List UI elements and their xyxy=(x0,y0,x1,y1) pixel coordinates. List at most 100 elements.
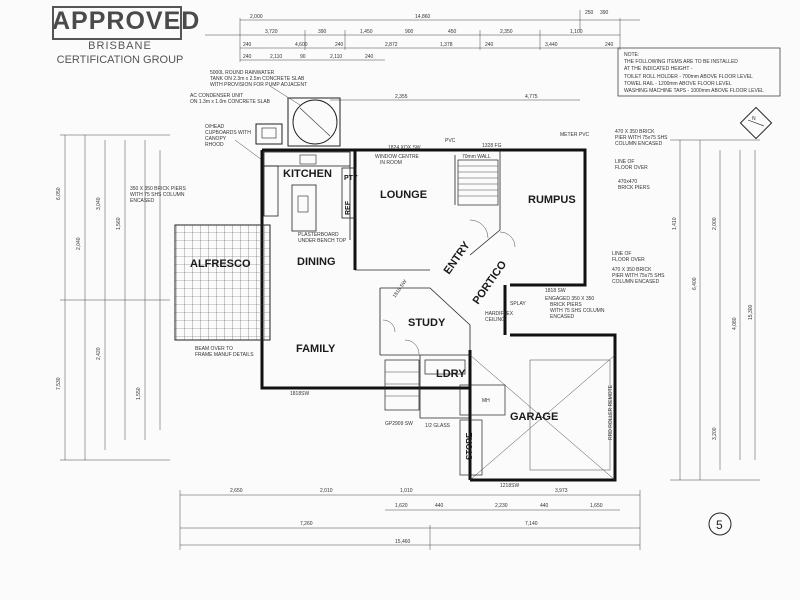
hardiflex-0: HARDIFLEX xyxy=(485,311,514,317)
note-line-0: NOTE: xyxy=(624,52,639,58)
door-swings xyxy=(382,219,516,355)
note-line-3: TOILET ROLL HOLDER - 700mm ABOVE FLOOR L… xyxy=(624,74,753,80)
svg-text:N: N xyxy=(752,116,756,122)
staircase xyxy=(457,159,499,206)
engaged-3: ENCASED xyxy=(550,314,575,320)
garage-area xyxy=(459,354,616,481)
dim-top2-d: 900 xyxy=(405,29,414,35)
dim-top2-e: 450 xyxy=(448,29,457,35)
window-note-2: IN ROOM xyxy=(380,160,402,166)
rainwater-note: 5000L ROUND RAINWATER TANK ON 2.3m x 2.5… xyxy=(210,70,307,106)
sheet-number: 5 xyxy=(716,518,723,532)
dim-bot1-d: 3,973 xyxy=(555,488,568,494)
beam-note-0: BEAM OVER TO xyxy=(195,346,233,352)
brick-pier-r3-2: COLUMN ENCASED xyxy=(612,279,660,285)
room-laundry: LDRY xyxy=(436,368,466,380)
dim-right-b: 6,400 xyxy=(692,277,698,290)
dim-mid-b: 4,775 xyxy=(525,94,538,100)
right-dimension-labels: 1,410 6,400 15,300 2,000 4,080 3,200 xyxy=(672,217,754,440)
dim-top2-c: 1,450 xyxy=(360,29,373,35)
dim-bot2-e: 1,650 xyxy=(590,503,603,509)
overhead-note: O/HEAD CUPBOARDS WITH CANOPY RHOOD xyxy=(205,124,263,161)
dim-bot2-d: 440 xyxy=(540,503,549,509)
piers-note-1: WITH 75 SHS COLUMN xyxy=(130,192,185,198)
family-sw2-note: 1818 SW xyxy=(392,279,409,300)
dim-bot1-a: 2,650 xyxy=(230,488,243,494)
dim-top4-a: 240 xyxy=(243,54,252,60)
top-dimension-labels: 2,000 14,860 250 390 3,720 390 1,450 900… xyxy=(243,10,614,100)
dim-bot3-b: 7,140 xyxy=(525,521,538,527)
dim-right-c: 15,300 xyxy=(748,304,754,320)
dim-top3-a: 240 xyxy=(243,42,252,48)
brick-pier-r3-0: 470 X 350 BRICK xyxy=(612,267,652,273)
dim-top3-g: 3,440 xyxy=(545,42,558,48)
dim-top3-h: 240 xyxy=(605,42,614,48)
note-line-5: WASHING MACHINE TAPS - 1000mm ABOVE FLOO… xyxy=(624,88,764,94)
laundry-fixtures xyxy=(384,359,466,411)
splay-note: SPLAY xyxy=(510,301,526,307)
room-alfresco: ALFRESCO xyxy=(190,258,251,270)
dim-top1-d: 390 xyxy=(600,10,609,16)
beam-note-1: FRAME MANUF DETAILS xyxy=(195,352,254,358)
dim-mid-a: 2,355 xyxy=(395,94,408,100)
mh-note: MH xyxy=(482,398,490,404)
dim-bot1-b: 2,010 xyxy=(320,488,333,494)
brick-pier-r1-2: COLUMN ENCASED xyxy=(615,141,663,147)
room-study: STUDY xyxy=(408,317,446,329)
garage-sw: 1218SW xyxy=(500,483,519,489)
room-dining: DINING xyxy=(297,256,336,268)
note-line-1: THE FOLLOWING ITEMS ARE TO BE INSTALLED xyxy=(624,59,738,65)
stamp-approved-text: APPROVED xyxy=(52,7,201,35)
bottom-dimension-lines xyxy=(179,490,641,550)
internal-walls xyxy=(349,150,501,419)
stamp-border xyxy=(52,6,182,40)
brick-pier-r1-0: 470 X 350 BRICK xyxy=(615,129,655,135)
brick-pier-r1-1: PIER WITH 75x75 SHS xyxy=(615,135,668,141)
dim-bot4-a: 15,460 xyxy=(395,539,411,545)
dim-bot3-a: 7,260 xyxy=(300,521,313,527)
right-dimension-lines xyxy=(670,139,760,481)
brick-piers-r2-0: 470x470 xyxy=(618,179,637,185)
dim-top1-c: 250 xyxy=(585,10,594,16)
gp-sw-note: GP2909 SW xyxy=(385,421,413,427)
notes-box: NOTE: THE FOLLOWING ITEMS ARE TO BE INST… xyxy=(617,47,781,97)
dim-bot2-b: 440 xyxy=(435,503,444,509)
engaged-0: ENGAGED 350 X 350 xyxy=(545,296,594,302)
rumpus-sw: 1818 SW xyxy=(545,288,566,294)
plasterboard-note-1: UNDER BENCH TOP xyxy=(298,238,347,244)
brick-piers-r2-1: BRICK PIERS xyxy=(618,185,650,191)
dim-top4-e: 240 xyxy=(365,54,374,60)
roller-note: RRD ROLLER REMOTE xyxy=(608,384,614,440)
note-line-2: AT THE INDICATED HEIGHT - xyxy=(624,66,693,72)
left-dimension-labels: 6,050 2,040 3,040 1,560 7,530 2,420 1,55… xyxy=(56,187,142,400)
room-garage: GARAGE xyxy=(510,411,558,423)
room-pantry: PTY xyxy=(344,175,358,182)
dim-left-c: 3,040 xyxy=(96,197,102,210)
pvc-note: PVC xyxy=(445,138,456,144)
dim-right-f: 3,200 xyxy=(712,427,718,440)
plan-annotations: 350 X 350 BRICK PIERS WITH 75 SHS COLUMN… xyxy=(130,129,668,489)
bottom-dimension-labels: 2,650 2,010 1,010 3,973 1,620 440 2,230 … xyxy=(230,488,603,545)
approved-stamp: APPROVED BRISBANE CERTIFICATION GROUP xyxy=(50,2,201,70)
room-store: STORE xyxy=(465,432,474,460)
line-floor-r1-0: LINE OF xyxy=(615,159,634,165)
ac-unit: AC CONDENSER UNIT ON 1.3m x 1.0m CONCRET… xyxy=(190,93,283,145)
dim-top1-b: 14,860 xyxy=(415,14,431,20)
overhead-note-3: RHOOD xyxy=(205,142,224,148)
engaged-1: BRICK PIERS xyxy=(550,302,582,308)
dim-bot2-a: 1,620 xyxy=(395,503,408,509)
sheet-number-badge: 5 xyxy=(708,512,732,536)
ac-note-0: AC CONDENSER UNIT xyxy=(190,93,243,99)
family-sw: 1818SW xyxy=(290,391,309,397)
overhead-note-0: O/HEAD xyxy=(205,124,225,130)
engaged-2: WITH 75 SHS COLUMN xyxy=(550,308,605,314)
dim-top3-b: 4,600 xyxy=(295,42,308,48)
stamp-org-line2: CERTIFICATION GROUP xyxy=(56,54,184,66)
line-floor-r1-1: FLOOR OVER xyxy=(615,165,648,171)
dim-top4-d: 2,110 xyxy=(330,54,342,60)
kitchen-fixtures xyxy=(263,151,357,232)
dim-top3-f: 240 xyxy=(485,42,494,48)
dim-right-e: 4,080 xyxy=(732,317,738,330)
